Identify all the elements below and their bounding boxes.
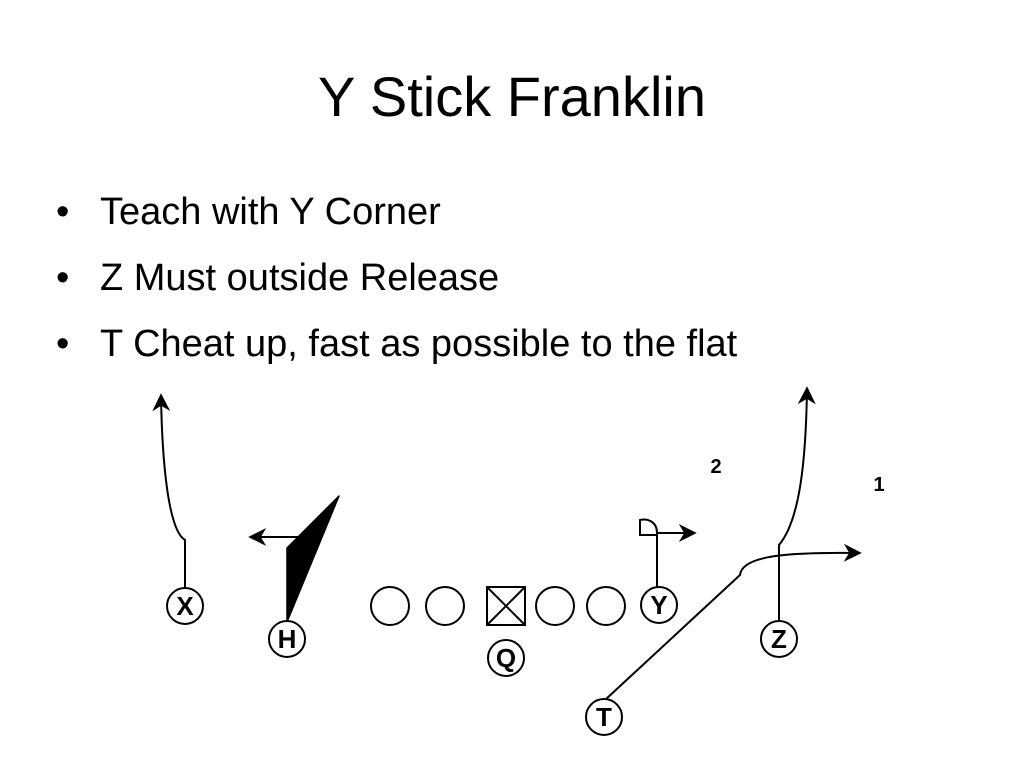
y-route	[639, 518, 697, 588]
player-t: T	[585, 698, 623, 736]
h-route-block	[286, 495, 340, 623]
player-z: Z	[760, 620, 798, 658]
player-z-label: Z	[771, 624, 787, 654]
player-h-label: H	[278, 624, 297, 654]
bullet-dot: •	[56, 191, 70, 233]
bullet-text: Z Must outside Release	[100, 257, 500, 299]
lineman-circle	[586, 586, 626, 626]
defender-number-2: 2	[710, 456, 721, 478]
center-square	[486, 586, 526, 626]
bullet-item: • Teach with Y Corner	[56, 190, 737, 234]
player-t-label: T	[596, 702, 612, 732]
player-y: Y	[640, 586, 678, 624]
z-route	[778, 386, 816, 622]
bullet-dot: •	[56, 257, 70, 299]
x-route	[152, 393, 186, 590]
lineman-circle	[535, 586, 575, 626]
bullet-list: • Teach with Y Corner • Z Must outside R…	[56, 190, 737, 388]
bullet-dot: •	[56, 323, 70, 365]
bullet-item: • Z Must outside Release	[56, 256, 737, 300]
lineman-circle	[370, 586, 410, 626]
bullet-text: T Cheat up, fast as possible to the flat	[100, 323, 738, 365]
bullet-text: Teach with Y Corner	[100, 191, 441, 233]
player-q-label: Q	[496, 643, 516, 673]
player-h: H	[268, 620, 306, 658]
player-x: X	[166, 587, 204, 625]
slide-title: Y Stick Franklin	[318, 65, 706, 128]
player-x-label: X	[176, 591, 194, 621]
defender-number-1: 1	[873, 474, 884, 496]
player-q: Q	[487, 639, 525, 677]
t-route	[604, 543, 862, 701]
lineman-circle	[425, 586, 465, 626]
bullet-item: • T Cheat up, fast as possible to the fl…	[56, 322, 737, 366]
player-y-label: Y	[650, 590, 667, 620]
